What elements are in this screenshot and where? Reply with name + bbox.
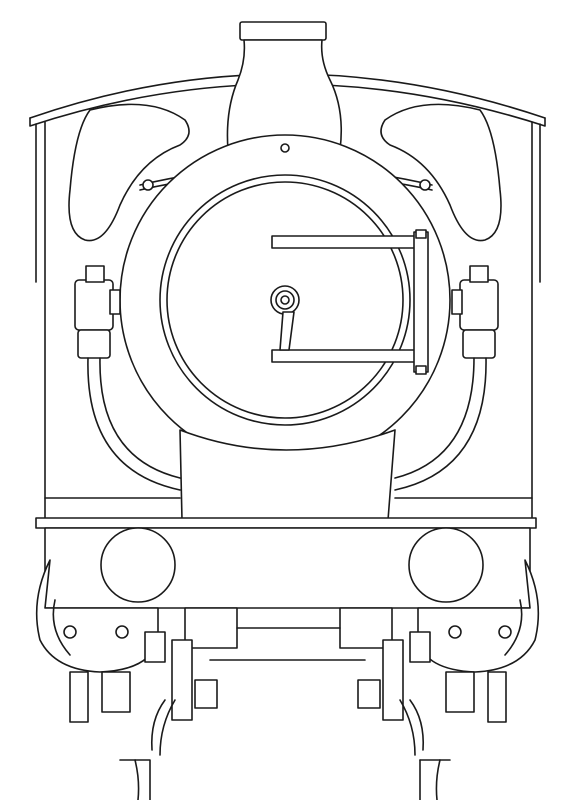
buffer-right bbox=[408, 527, 484, 603]
chimney bbox=[226, 21, 343, 151]
door-hinges bbox=[271, 229, 429, 375]
frames bbox=[144, 607, 431, 663]
cab-window-right bbox=[380, 103, 502, 242]
spring-gear-left bbox=[69, 639, 218, 756]
pipes bbox=[87, 357, 487, 491]
door-handle bbox=[270, 285, 300, 351]
buffer-left bbox=[100, 527, 176, 603]
cab-window-left bbox=[68, 103, 190, 242]
spring-gear-right bbox=[357, 639, 507, 756]
saddle bbox=[179, 429, 396, 521]
lubricator-right bbox=[451, 265, 499, 359]
wheel-right bbox=[417, 559, 540, 673]
lubricator-left bbox=[74, 265, 121, 359]
wheel-left bbox=[35, 559, 159, 673]
rails bbox=[119, 759, 451, 800]
